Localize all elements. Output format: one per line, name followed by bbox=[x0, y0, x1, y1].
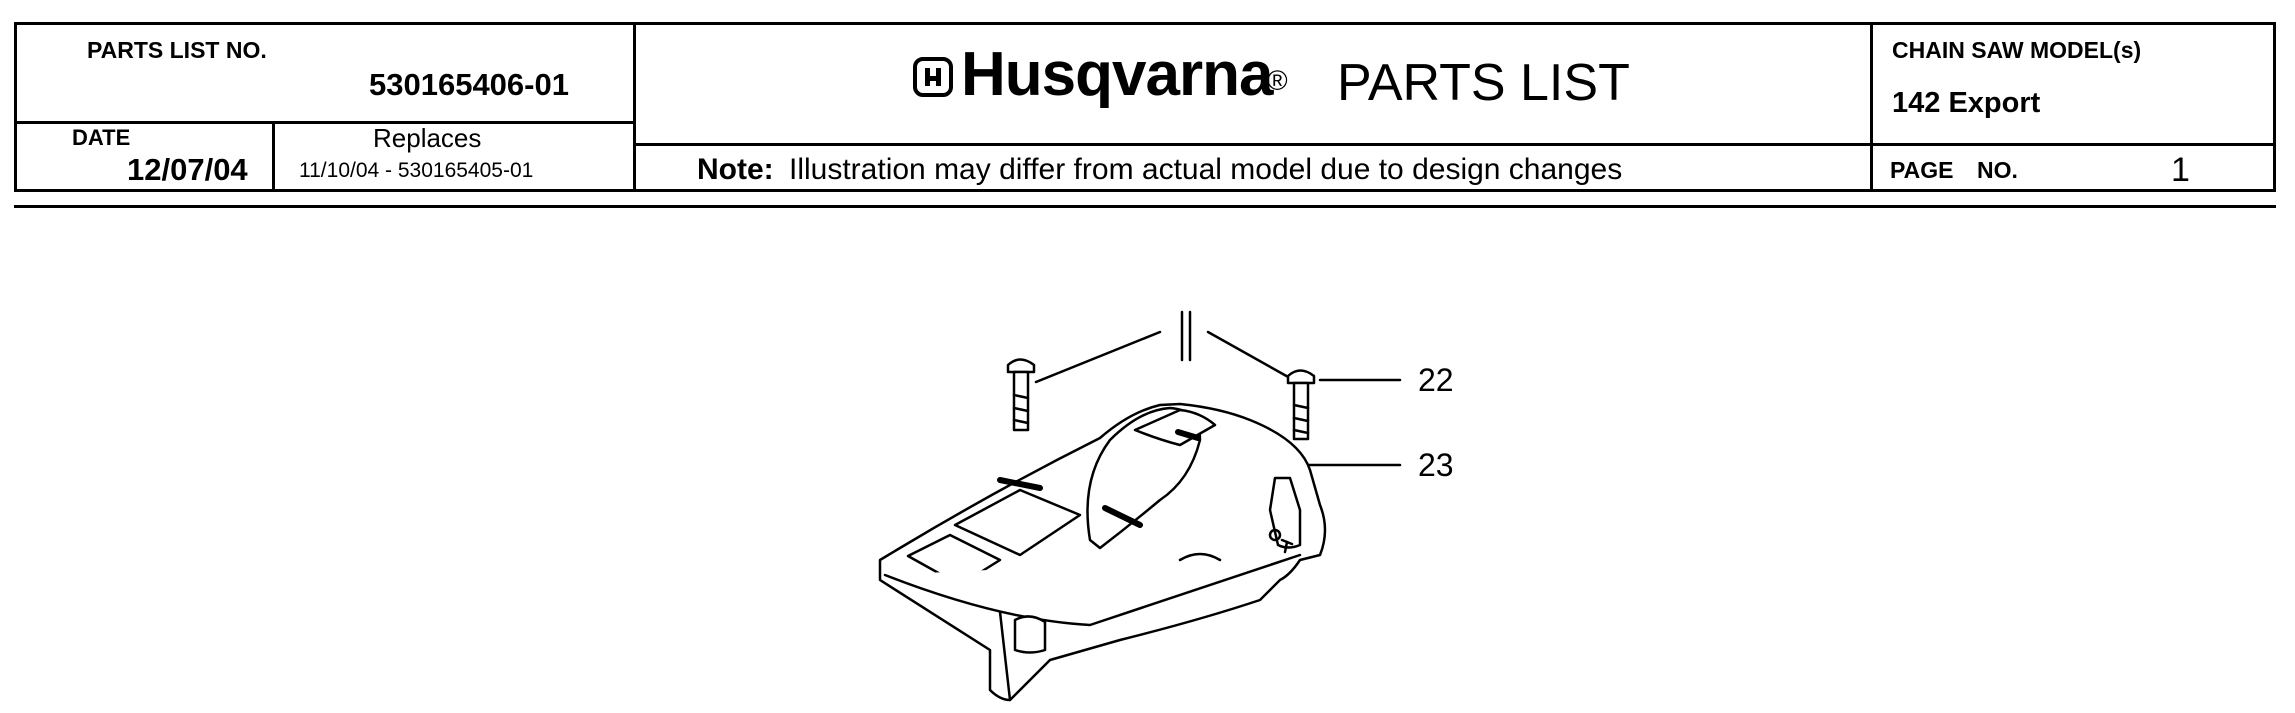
parts-list-no-label: PARTS LIST NO. bbox=[87, 37, 267, 63]
choke-symbol-icon bbox=[1268, 528, 1294, 554]
leader-line bbox=[1206, 330, 1292, 380]
model-value: 142 Export bbox=[1892, 87, 2041, 119]
title-block: PARTS LIST NO. 530165406-01 DATE 12/07/0… bbox=[14, 22, 2276, 192]
divider bbox=[1870, 25, 1873, 189]
date-label: DATE bbox=[72, 125, 131, 150]
replaces-label: Replaces bbox=[373, 123, 482, 153]
header-underline bbox=[14, 205, 2276, 208]
divider bbox=[633, 25, 636, 189]
cylinder-cover bbox=[878, 402, 1327, 702]
page-label: PAGE bbox=[1890, 157, 1954, 183]
page-no-label: NO. bbox=[1977, 157, 2018, 183]
doc-title: PARTS LIST bbox=[1337, 54, 1630, 112]
leader-line bbox=[1034, 330, 1162, 384]
divider bbox=[633, 143, 1873, 146]
date-value: 12/07/04 bbox=[127, 152, 248, 187]
parts-list-no: 530165406-01 bbox=[369, 67, 569, 102]
screw-right bbox=[1286, 369, 1316, 441]
screw-left bbox=[1006, 358, 1036, 432]
note-text: Illustration may differ from actual mode… bbox=[789, 153, 1623, 186]
page-number: 1 bbox=[2171, 151, 2190, 189]
registered-mark: ® bbox=[1267, 65, 1288, 96]
note-label: Note: bbox=[697, 153, 774, 186]
cover-vent-slots bbox=[997, 429, 1201, 528]
husqvarna-crown-icon bbox=[913, 57, 953, 97]
replaces-value: 11/10/04 - 530165405-01 bbox=[299, 159, 534, 182]
divider bbox=[17, 121, 633, 124]
divider bbox=[1870, 143, 2273, 146]
model-label: CHAIN SAW MODEL(s) bbox=[1892, 37, 2142, 63]
callout-22: 22 bbox=[1418, 362, 1454, 398]
divider bbox=[272, 121, 275, 189]
brand-logo: Husqvarna bbox=[961, 40, 1273, 109]
callout-23: 23 bbox=[1418, 447, 1454, 483]
